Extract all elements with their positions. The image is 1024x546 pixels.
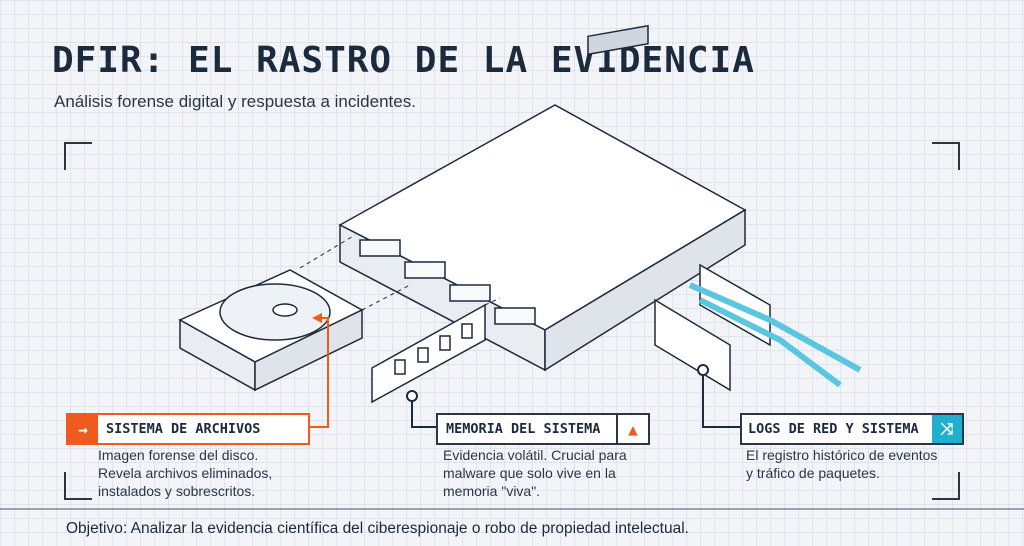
- server-chassis: [338, 104, 747, 331]
- arrow-right-icon: →: [68, 415, 98, 443]
- callout-logs-de-red: LOGS DE RED Y SISTEMA ⤨: [740, 413, 964, 445]
- shuffle-icon: ⤨: [932, 415, 962, 443]
- objective-text: Objetivo: Analizar la evidencia científi…: [66, 520, 689, 537]
- page-title: DFIR: EL RASTRO DE LA EVIDENCIA: [52, 40, 755, 81]
- callout-sistema-de-archivos: → SISTEMA DE ARCHIVOS: [66, 413, 310, 445]
- diagram-frame: [64, 142, 960, 500]
- warning-icon: ▲: [616, 415, 648, 443]
- ram-module-icon: [371, 303, 486, 404]
- divider: [0, 508, 1024, 510]
- hard-disk-icon: [178, 269, 364, 392]
- page-subtitle: Análisis forense digital y respuesta a i…: [54, 92, 416, 111]
- callout-memoria-del-sistema: MEMORIA DEL SISTEMA ▲: [436, 413, 650, 445]
- callout-description: Imagen forense del disco.Revela archivos…: [98, 447, 273, 499]
